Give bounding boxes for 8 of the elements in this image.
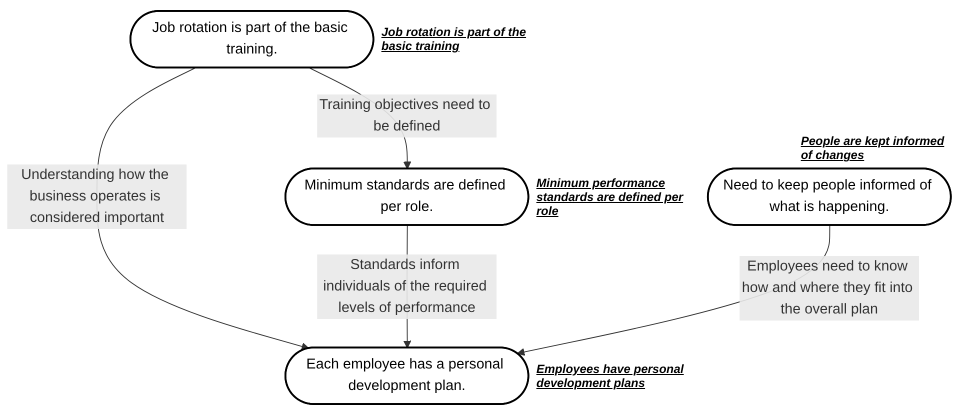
- node-caption: Job rotation is part of the basic training: [381, 25, 528, 54]
- edge-label: Employees need to know how and where they fit into the overall plan: [742, 258, 913, 317]
- node-caption: People are kept informed of changes: [800, 134, 946, 162]
- edge-label: Standards inform individuals of the required levels of performance: [323, 257, 487, 316]
- edge-label: Training objectives need to be defined: [319, 97, 490, 134]
- edge-label: Understanding how the business operates is considered important: [21, 167, 169, 226]
- node-caption: Minimum performance standards are defined per role: [536, 176, 684, 218]
- node-caption: Employees have personal development plans: [536, 362, 685, 390]
